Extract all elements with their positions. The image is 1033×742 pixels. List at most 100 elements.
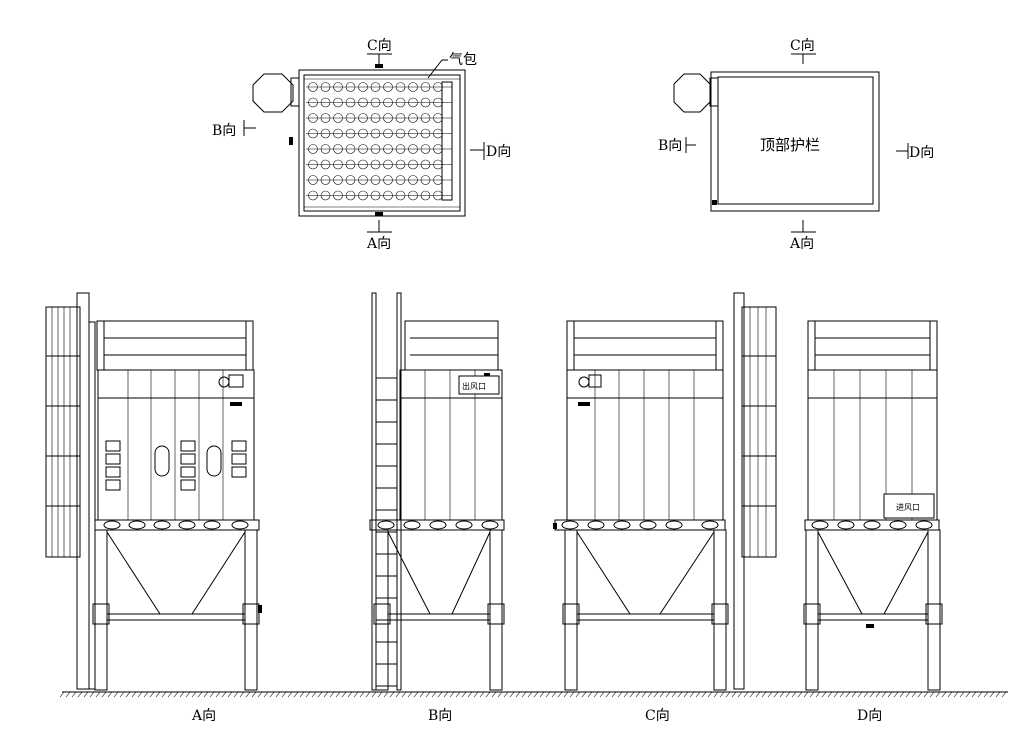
body-a <box>97 369 255 521</box>
filter-bag-circle <box>420 113 431 123</box>
top-mark <box>375 64 383 68</box>
filter-bag-circle <box>383 82 393 92</box>
filter-bag-circle <box>358 97 368 108</box>
ladder-rail-left-b <box>371 292 377 691</box>
filter-bag-circle <box>345 175 356 185</box>
label-a-dir: A向 <box>366 236 391 252</box>
tube-sheet-b <box>369 519 505 531</box>
valve-icon-c <box>578 376 590 388</box>
ladder-rungs-b <box>376 377 397 687</box>
filter-bag-circle <box>358 144 368 154</box>
caption-d: D向 <box>857 708 882 724</box>
callout-leader <box>427 59 448 79</box>
filter-bag-circle <box>420 82 431 92</box>
filter-bag-circle <box>395 190 406 201</box>
callout-gas-bag: 气包 <box>449 52 477 68</box>
filter-bag-circle <box>333 190 343 201</box>
guardrail-inner <box>717 76 874 205</box>
leg-right-b <box>489 529 503 691</box>
filter-bag-circle <box>395 175 406 185</box>
filter-bag-circle <box>320 159 331 170</box>
filter-bag-circle <box>408 159 418 170</box>
filter-bag-grid <box>306 82 452 201</box>
filter-bag-circle <box>308 159 318 170</box>
leg-left-a <box>94 529 108 691</box>
plan-inner-frame <box>303 74 461 212</box>
filter-bag-circle <box>308 175 318 185</box>
filter-bag-circle <box>333 113 343 123</box>
filter-bag-circle <box>408 128 418 139</box>
filter-bag-circle <box>383 97 393 108</box>
leg-right-a <box>244 529 258 691</box>
filter-bag-circle <box>320 144 331 154</box>
filter-bag-circle <box>333 144 343 154</box>
left-mark <box>289 137 293 145</box>
filter-bag-circle <box>370 159 381 170</box>
filter-bag-circle <box>358 190 368 201</box>
filter-bag-circle <box>320 128 331 139</box>
elevation-c: C向 <box>553 292 777 724</box>
label-d-dir-right: D向 <box>909 145 934 161</box>
caption-a: A向 <box>191 708 216 724</box>
filter-bag-circle <box>408 190 418 201</box>
filter-bag-circle <box>333 128 343 139</box>
top-railing-d <box>807 320 938 371</box>
filter-bag-circle <box>345 159 356 170</box>
filter-bag-circle <box>320 97 331 108</box>
tube-sheet-d <box>804 519 940 531</box>
filter-bag-circle <box>333 159 343 170</box>
inlet-panel <box>883 493 935 519</box>
plan-view-right: 顶部护栏 C向 A向 B向 D向 <box>658 38 934 252</box>
filter-bag-circle <box>345 113 356 123</box>
filter-bag-circle <box>358 128 368 139</box>
filter-bag-circle <box>333 82 343 92</box>
inlet-octagon <box>252 73 294 113</box>
top-railing-a <box>96 320 254 371</box>
filter-bag-circle <box>370 82 381 92</box>
valve-icon-a <box>218 376 230 388</box>
hopper-a <box>106 531 246 615</box>
filter-bag-circle <box>395 144 406 154</box>
filter-bag-circle <box>383 113 393 123</box>
guardrail-outer <box>710 71 880 212</box>
ground-line <box>59 691 1008 698</box>
brace-plates <box>92 603 943 625</box>
filter-bag-circle <box>345 82 356 92</box>
filter-bag-circle <box>345 128 356 139</box>
filter-bag-circle <box>408 82 418 92</box>
filter-bag-circle <box>420 175 431 185</box>
hopper-b <box>387 531 491 615</box>
filter-bag-circle <box>408 113 418 123</box>
filter-bag-circle <box>395 128 406 139</box>
ladder-post-c <box>733 292 745 690</box>
bottom-mark <box>375 212 383 216</box>
filter-bag-circle <box>345 144 356 154</box>
filter-bag-circle <box>320 190 331 201</box>
label-b-dir: B向 <box>212 123 236 139</box>
filter-bag-circle <box>358 175 368 185</box>
filter-bag-circle <box>420 190 431 201</box>
caption-b: B向 <box>428 708 452 724</box>
filter-bag-circle <box>370 175 381 185</box>
filter-bag-circle <box>395 113 406 123</box>
plan-outer-frame <box>298 69 466 217</box>
filter-bag-circle <box>383 175 393 185</box>
outlet-panel <box>458 375 500 395</box>
leg-left-b <box>375 529 389 691</box>
filter-bag-circle <box>370 97 381 108</box>
filter-bag-circle <box>308 190 318 201</box>
filter-bag-circle <box>333 175 343 185</box>
filter-bag-circle <box>395 82 406 92</box>
label-c-dir: C向 <box>367 38 392 54</box>
elevation-d: 进风口 D向 <box>804 320 941 724</box>
top-railing-c <box>566 320 724 371</box>
filter-bag-circle <box>358 159 368 170</box>
label-a-dir-right: A向 <box>789 236 814 252</box>
top-railing-b <box>404 320 499 371</box>
filter-bag-circle <box>345 190 356 201</box>
filter-bag-circle <box>370 128 381 139</box>
filter-bag-circle <box>358 82 368 92</box>
leg-left-c <box>564 529 578 691</box>
filter-bag-circle <box>395 97 406 108</box>
